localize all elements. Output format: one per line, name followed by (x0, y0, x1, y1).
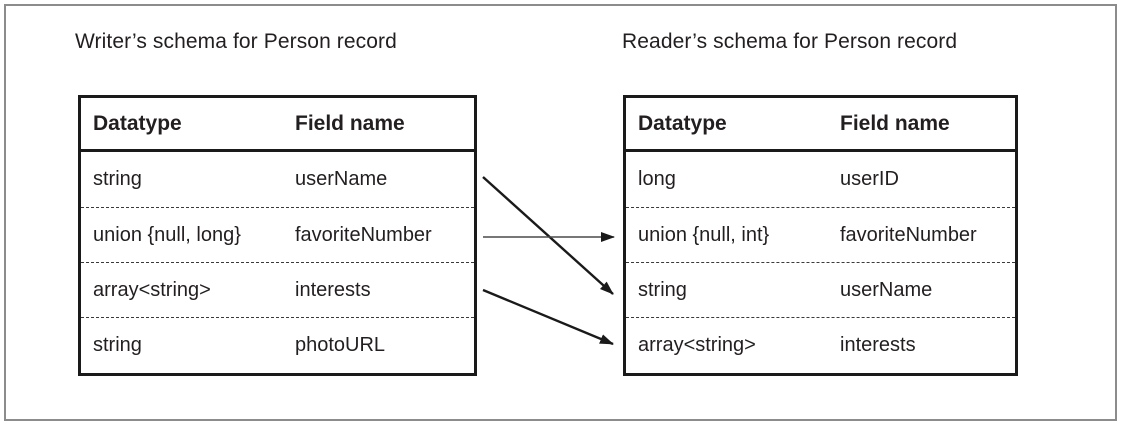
reader-row-datatype: array<string> (638, 333, 756, 356)
reader-row-field: userName (840, 278, 933, 301)
writer-row-field: userName (295, 168, 388, 190)
writer-header-fieldname: Field name (295, 111, 405, 135)
table-row: string photoURL (81, 317, 474, 372)
writer-table-header: Datatype Field name (81, 98, 474, 152)
table-row: string userName (81, 152, 474, 207)
writer-row-datatype: array<string> (93, 278, 211, 301)
reader-header-datatype: Datatype (638, 111, 727, 135)
writer-row-field: interests (295, 278, 371, 301)
arrow-interests-mapping (482, 288, 614, 346)
reader-schema-title: Reader’s schema for Person record (622, 30, 958, 53)
table-row: union {null, int} favoriteNumber (626, 207, 1015, 262)
writer-row-field: favoriteNumber (295, 223, 432, 246)
reader-schema-table: Datatype Field name long userID union {n… (623, 95, 1018, 376)
reader-header-fieldname: Field name (840, 111, 950, 135)
writer-schema-title: Writer’s schema for Person record (75, 30, 397, 53)
table-row: array<string> interests (81, 262, 474, 317)
reader-row-datatype: long (638, 168, 676, 190)
reader-row-datatype: union {null, int} (638, 223, 770, 246)
reader-row-field: interests (840, 333, 916, 356)
table-row: string userName (626, 262, 1015, 317)
reader-row-field: favoriteNumber (840, 223, 977, 246)
reader-table-header: Datatype Field name (626, 98, 1015, 152)
writer-schema-table: Datatype Field name string userName unio… (78, 95, 477, 376)
writer-row-field: photoURL (295, 333, 386, 356)
writer-row-datatype: string (93, 333, 142, 356)
reader-row-datatype: string (638, 278, 687, 301)
reader-row-field: userID (840, 168, 899, 190)
writer-row-datatype: string (93, 168, 142, 190)
writer-header-datatype: Datatype (93, 111, 182, 135)
writer-row-datatype: union {null, long} (93, 223, 241, 246)
table-row: long userID (626, 152, 1015, 207)
arrow-username-mapping (482, 176, 614, 295)
table-row: union {null, long} favoriteNumber (81, 207, 474, 262)
table-row: array<string> interests (626, 317, 1015, 372)
